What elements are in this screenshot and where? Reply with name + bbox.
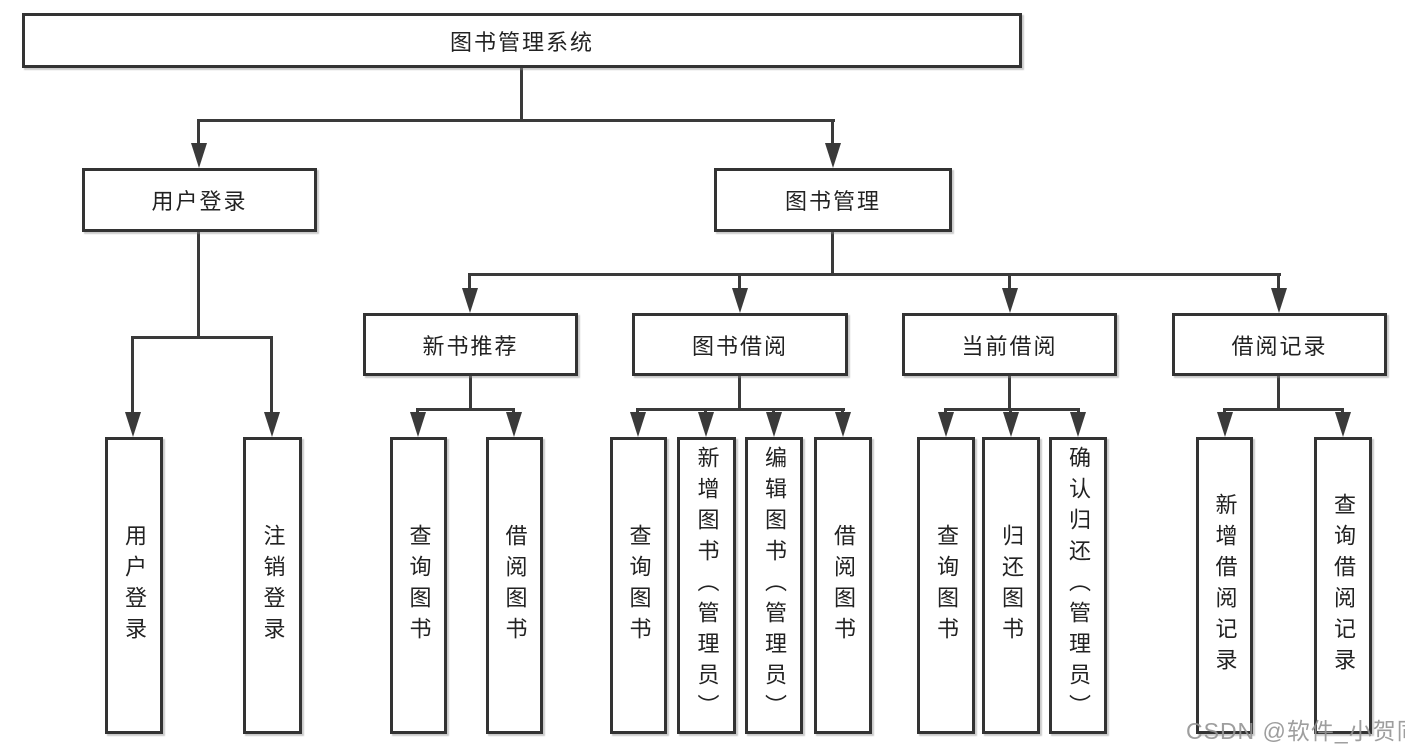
arrowhead-a2: [506, 412, 522, 437]
arrowhead-l3b: [732, 288, 748, 313]
leaf-a-query-books-label: 查询图书: [406, 523, 432, 648]
leaf-d-query-borrow-record-label: 查询借阅记录: [1331, 492, 1356, 679]
connector-groupA-hline: [416, 408, 515, 411]
arrowhead-b2: [698, 412, 714, 437]
leaf-c-confirm-return-admin: 确认归还（管理员）: [1049, 437, 1107, 734]
arrowhead-l3d: [1271, 288, 1287, 313]
arrowhead-user-login: [191, 143, 207, 168]
leaf-user-login: 用户登录: [105, 437, 163, 734]
leaf-b-query-books: 查询图书: [610, 437, 667, 734]
connector-login1-stem: [131, 336, 134, 414]
node-current-borrow-label: 当前借阅: [961, 333, 1058, 359]
arrowhead-d2: [1335, 412, 1351, 437]
arrowhead-login2: [264, 412, 280, 437]
node-borrow-records: 借阅记录: [1172, 313, 1387, 376]
arrowhead-login1: [125, 412, 141, 437]
connector-login-group-stem: [197, 232, 200, 339]
arrowhead-book-mgmt: [825, 143, 841, 168]
connector-groupB-stem: [738, 376, 741, 411]
connector-level1-hline: [197, 119, 835, 122]
leaf-c-query-books: 查询图书: [917, 437, 975, 734]
node-user-login: 用户登录: [82, 168, 317, 232]
leaf-a-borrow-books-label: 借阅图书: [502, 523, 528, 648]
leaf-d-query-borrow-record: 查询借阅记录: [1314, 437, 1372, 734]
leaf-user-login-label: 用户登录: [122, 523, 147, 648]
leaf-c-query-books-label: 查询图书: [934, 523, 959, 648]
leaf-c-return-books: 归还图书: [982, 437, 1040, 734]
leaf-logout-label: 注销登录: [260, 523, 286, 648]
leaf-c-return-books-label: 归还图书: [999, 523, 1024, 648]
leaf-a-borrow-books: 借阅图书: [486, 437, 543, 734]
leaf-b-borrow-books: 借阅图书: [814, 437, 872, 734]
connector-l3d-stem: [1277, 273, 1280, 291]
leaf-b-query-books-label: 查询图书: [626, 523, 652, 648]
leaf-b-borrow-books-label: 借阅图书: [831, 523, 856, 648]
node-new-book-recommend-label: 新书推荐: [422, 333, 519, 359]
node-book-management-label: 图书管理: [784, 189, 881, 214]
connector-l3b-stem: [738, 273, 741, 291]
node-root: 图书管理系统: [22, 13, 1022, 68]
leaf-logout: 注销登录: [243, 437, 302, 734]
connector-groupB-hline: [636, 408, 845, 411]
leaf-b-edit-books-admin-label: 编辑图书（管理员）: [762, 446, 787, 725]
leaf-b-edit-books-admin: 编辑图书（管理员）: [745, 437, 803, 734]
node-book-management: 图书管理: [714, 168, 952, 232]
leaf-d-add-borrow-record: 新增借阅记录: [1196, 437, 1253, 734]
connector-level3-hline: [468, 273, 1281, 276]
connector-root-stem: [520, 68, 523, 119]
connector-login-group-hline: [131, 336, 273, 339]
connector-l3a-stem: [468, 273, 471, 291]
node-root-label: 图书管理系统: [449, 29, 594, 55]
arrowhead-c1: [938, 412, 954, 437]
node-new-book-recommend: 新书推荐: [363, 313, 578, 376]
node-borrow-records-label: 借阅记录: [1231, 333, 1328, 359]
connector-mgmt-group-stem: [831, 232, 834, 276]
arrowhead-d1: [1217, 412, 1233, 437]
leaf-d-add-borrow-record-label: 新增借阅记录: [1212, 492, 1238, 679]
node-user-login-label: 用户登录: [151, 189, 248, 214]
csdn-watermark: CSDN @软件_小贺同学: [1186, 718, 1405, 744]
arrowhead-c3: [1070, 412, 1086, 437]
connector-groupD-hline: [1223, 408, 1344, 411]
connector-login2-stem: [270, 336, 273, 414]
leaf-a-query-books: 查询图书: [390, 437, 447, 734]
connector-user-login-stem: [197, 119, 200, 146]
arrowhead-b1: [630, 412, 646, 437]
arrowhead-a1: [410, 412, 426, 437]
leaf-b-add-books-admin-label: 新增图书（管理员）: [694, 446, 720, 725]
node-current-borrow: 当前借阅: [902, 313, 1117, 376]
connector-groupD-stem: [1277, 376, 1280, 411]
arrowhead-c2: [1003, 412, 1019, 437]
arrowhead-l3a: [462, 288, 478, 313]
node-book-borrow-label: 图书借阅: [691, 333, 788, 359]
connector-book-mgmt-stem: [831, 119, 834, 146]
arrowhead-b4: [835, 412, 851, 437]
connector-groupC-stem: [1008, 376, 1011, 411]
connector-groupC-hline: [944, 408, 1080, 411]
connector-groupA-stem: [469, 376, 472, 411]
leaf-b-add-books-admin: 新增图书（管理员）: [677, 437, 736, 734]
arrowhead-b3: [766, 412, 782, 437]
node-book-borrow: 图书借阅: [632, 313, 848, 376]
connector-l3c-stem: [1008, 273, 1011, 291]
leaf-c-confirm-return-admin-label: 确认归还（管理员）: [1066, 446, 1091, 725]
arrowhead-l3c: [1002, 288, 1018, 313]
